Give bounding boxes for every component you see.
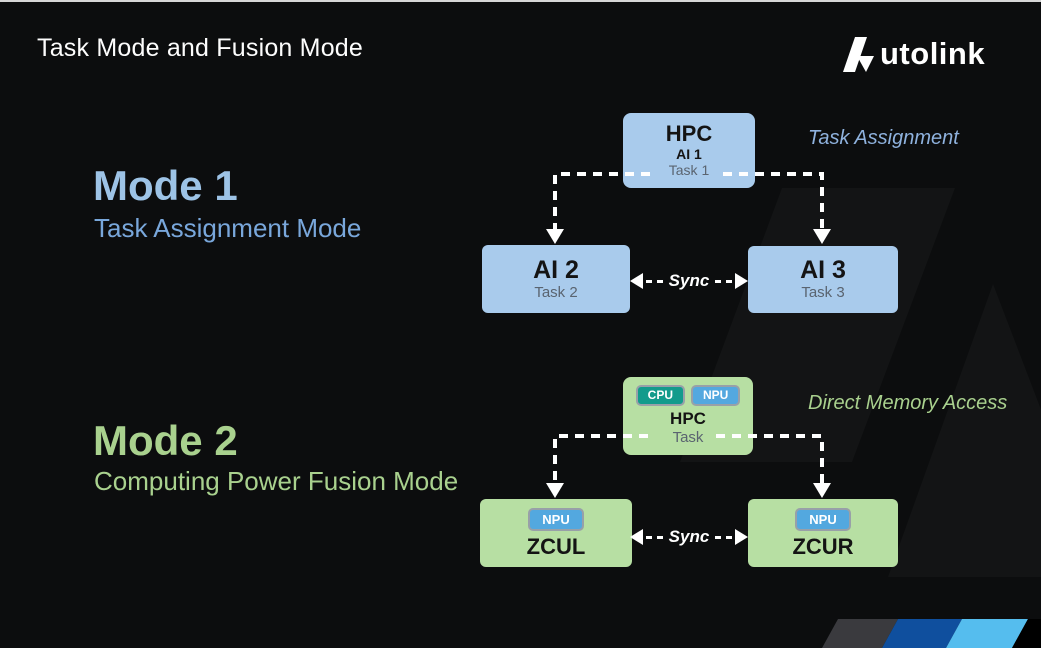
sync-left-arrow-icon xyxy=(630,529,643,545)
autolink-a-icon xyxy=(843,37,874,72)
mode1-right-arrowhead-icon xyxy=(813,229,831,244)
cpu-badge: CPU xyxy=(635,385,685,406)
mode1-sync-label: Sync xyxy=(668,271,710,290)
sync-right-arrow-icon xyxy=(734,529,748,545)
mode2-zcur-box: NPU ZCUR xyxy=(748,499,898,567)
sync-dash-right xyxy=(715,279,732,283)
mode2-left-arrowhead-icon xyxy=(546,483,564,498)
page-title: Task Mode and Fusion Mode xyxy=(37,34,364,62)
logo-text: utolink xyxy=(880,36,986,71)
mode1-hpc-title: HPC xyxy=(665,121,713,146)
hpc-badge-row: CPU NPU xyxy=(635,385,741,406)
sync-left-arrow-icon xyxy=(630,273,643,289)
mode1-heading: Mode 1 xyxy=(93,162,238,209)
ai3-task: Task 3 xyxy=(801,284,845,301)
ai2-title: AI 2 xyxy=(533,255,579,284)
mode1-hpc-subtitle: AI 1 xyxy=(676,146,702,162)
mode1-sync-link: Sync xyxy=(630,268,748,294)
mode2-hpc-box: CPU NPU HPC Task xyxy=(623,377,753,455)
mode2-hpc-title: HPC xyxy=(670,409,706,428)
zcul-npu-badge: NPU xyxy=(528,507,584,531)
mode2-sync-label: Sync xyxy=(668,527,710,546)
sync-dash-right xyxy=(715,535,732,539)
mode1-ai3-box: AI 3 Task 3 xyxy=(748,246,898,313)
sync-right-arrow-icon xyxy=(734,273,748,289)
sync-dash-left xyxy=(646,279,663,283)
zcul-title: ZCUL xyxy=(526,533,586,559)
mode1-hpc-task: Task 1 xyxy=(668,162,710,178)
mode1-subheading: Task Assignment Mode xyxy=(94,213,362,243)
npu-badge: NPU xyxy=(691,385,741,406)
mode2-subheading: Computing Power Fusion Mode xyxy=(94,466,459,496)
mode2-hpc-task: Task xyxy=(672,429,704,446)
mode2-sync-link: Sync xyxy=(630,524,748,550)
mode1-annotation: Task Assignment xyxy=(808,127,959,149)
top-edge-line xyxy=(0,0,1041,2)
autolink-logo: utolink xyxy=(843,36,985,72)
ai2-task: Task 2 xyxy=(534,283,578,301)
mode2-heading: Mode 2 xyxy=(93,417,238,464)
mode2-zcul-box: NPU ZCUL xyxy=(480,499,632,567)
mode2-right-arrowhead-icon xyxy=(813,483,831,498)
zcur-npu-badge: NPU xyxy=(795,507,851,531)
mode1-left-arrowhead-icon xyxy=(546,229,564,244)
zcur-title: ZCUR xyxy=(792,533,854,559)
sync-dash-left xyxy=(646,535,663,539)
mode1-hpc-box: HPC AI 1 Task 1 xyxy=(623,113,755,188)
mode2-annotation: Direct Memory Access xyxy=(808,392,1008,414)
mode1-ai2-box: AI 2 Task 2 xyxy=(482,245,630,313)
ai3-title: AI 3 xyxy=(800,256,846,284)
